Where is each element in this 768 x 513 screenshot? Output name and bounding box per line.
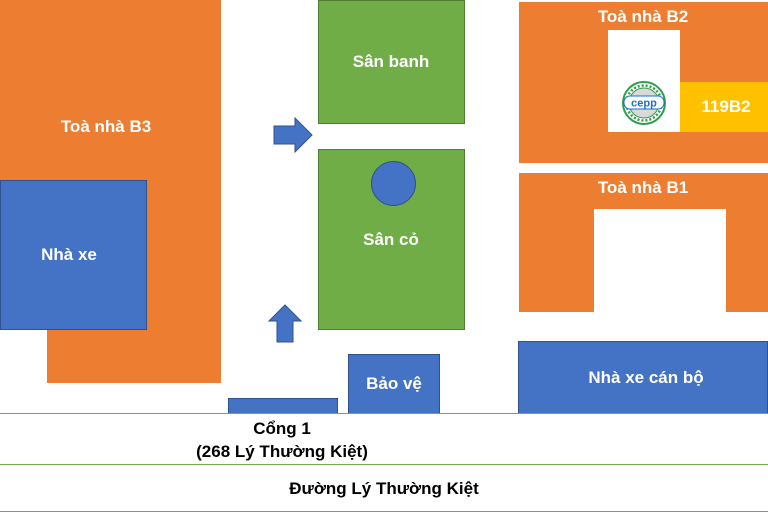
circle-marker-icon: [371, 161, 416, 206]
parking-student-label: Nhà xe: [41, 245, 97, 264]
field-grass-label: Sân cỏ: [363, 230, 419, 249]
cepp-logo-icon: cepp: [622, 81, 666, 125]
security-label: Bảo vệ: [366, 374, 422, 393]
parking-student: [0, 180, 147, 330]
cepp-logo-text: cepp: [631, 98, 657, 110]
building-b3-label: Toà nhà B3: [60, 117, 152, 136]
gate-1-address: (268 Lý Thường Kiệt): [196, 442, 368, 461]
b1-courtyard: [594, 209, 726, 312]
road-line-top: [0, 413, 768, 414]
building-b2-label: Toà nhà B2: [597, 7, 689, 26]
road-line-bottom: [0, 511, 768, 512]
building-b1-label: Toà nhà B1: [597, 178, 689, 197]
street-label: Đường Lý Thường Kiệt: [289, 479, 479, 498]
field-football-label: Sân banh: [352, 52, 430, 71]
arrow-right-icon: [273, 117, 313, 153]
road-line-middle: [0, 464, 768, 465]
room-119b2: [680, 82, 768, 132]
parking-staff-label: Nhà xe cán bộ: [588, 368, 704, 387]
gate-1-bar: [228, 398, 338, 414]
arrow-up-icon: [268, 304, 302, 343]
room-119b2-label: 119B2: [701, 97, 751, 116]
gate-1-label: Cổng 1: [253, 419, 311, 438]
b3-notch: [0, 329, 47, 383]
field-football: [318, 0, 465, 124]
security-booth: [348, 354, 440, 414]
